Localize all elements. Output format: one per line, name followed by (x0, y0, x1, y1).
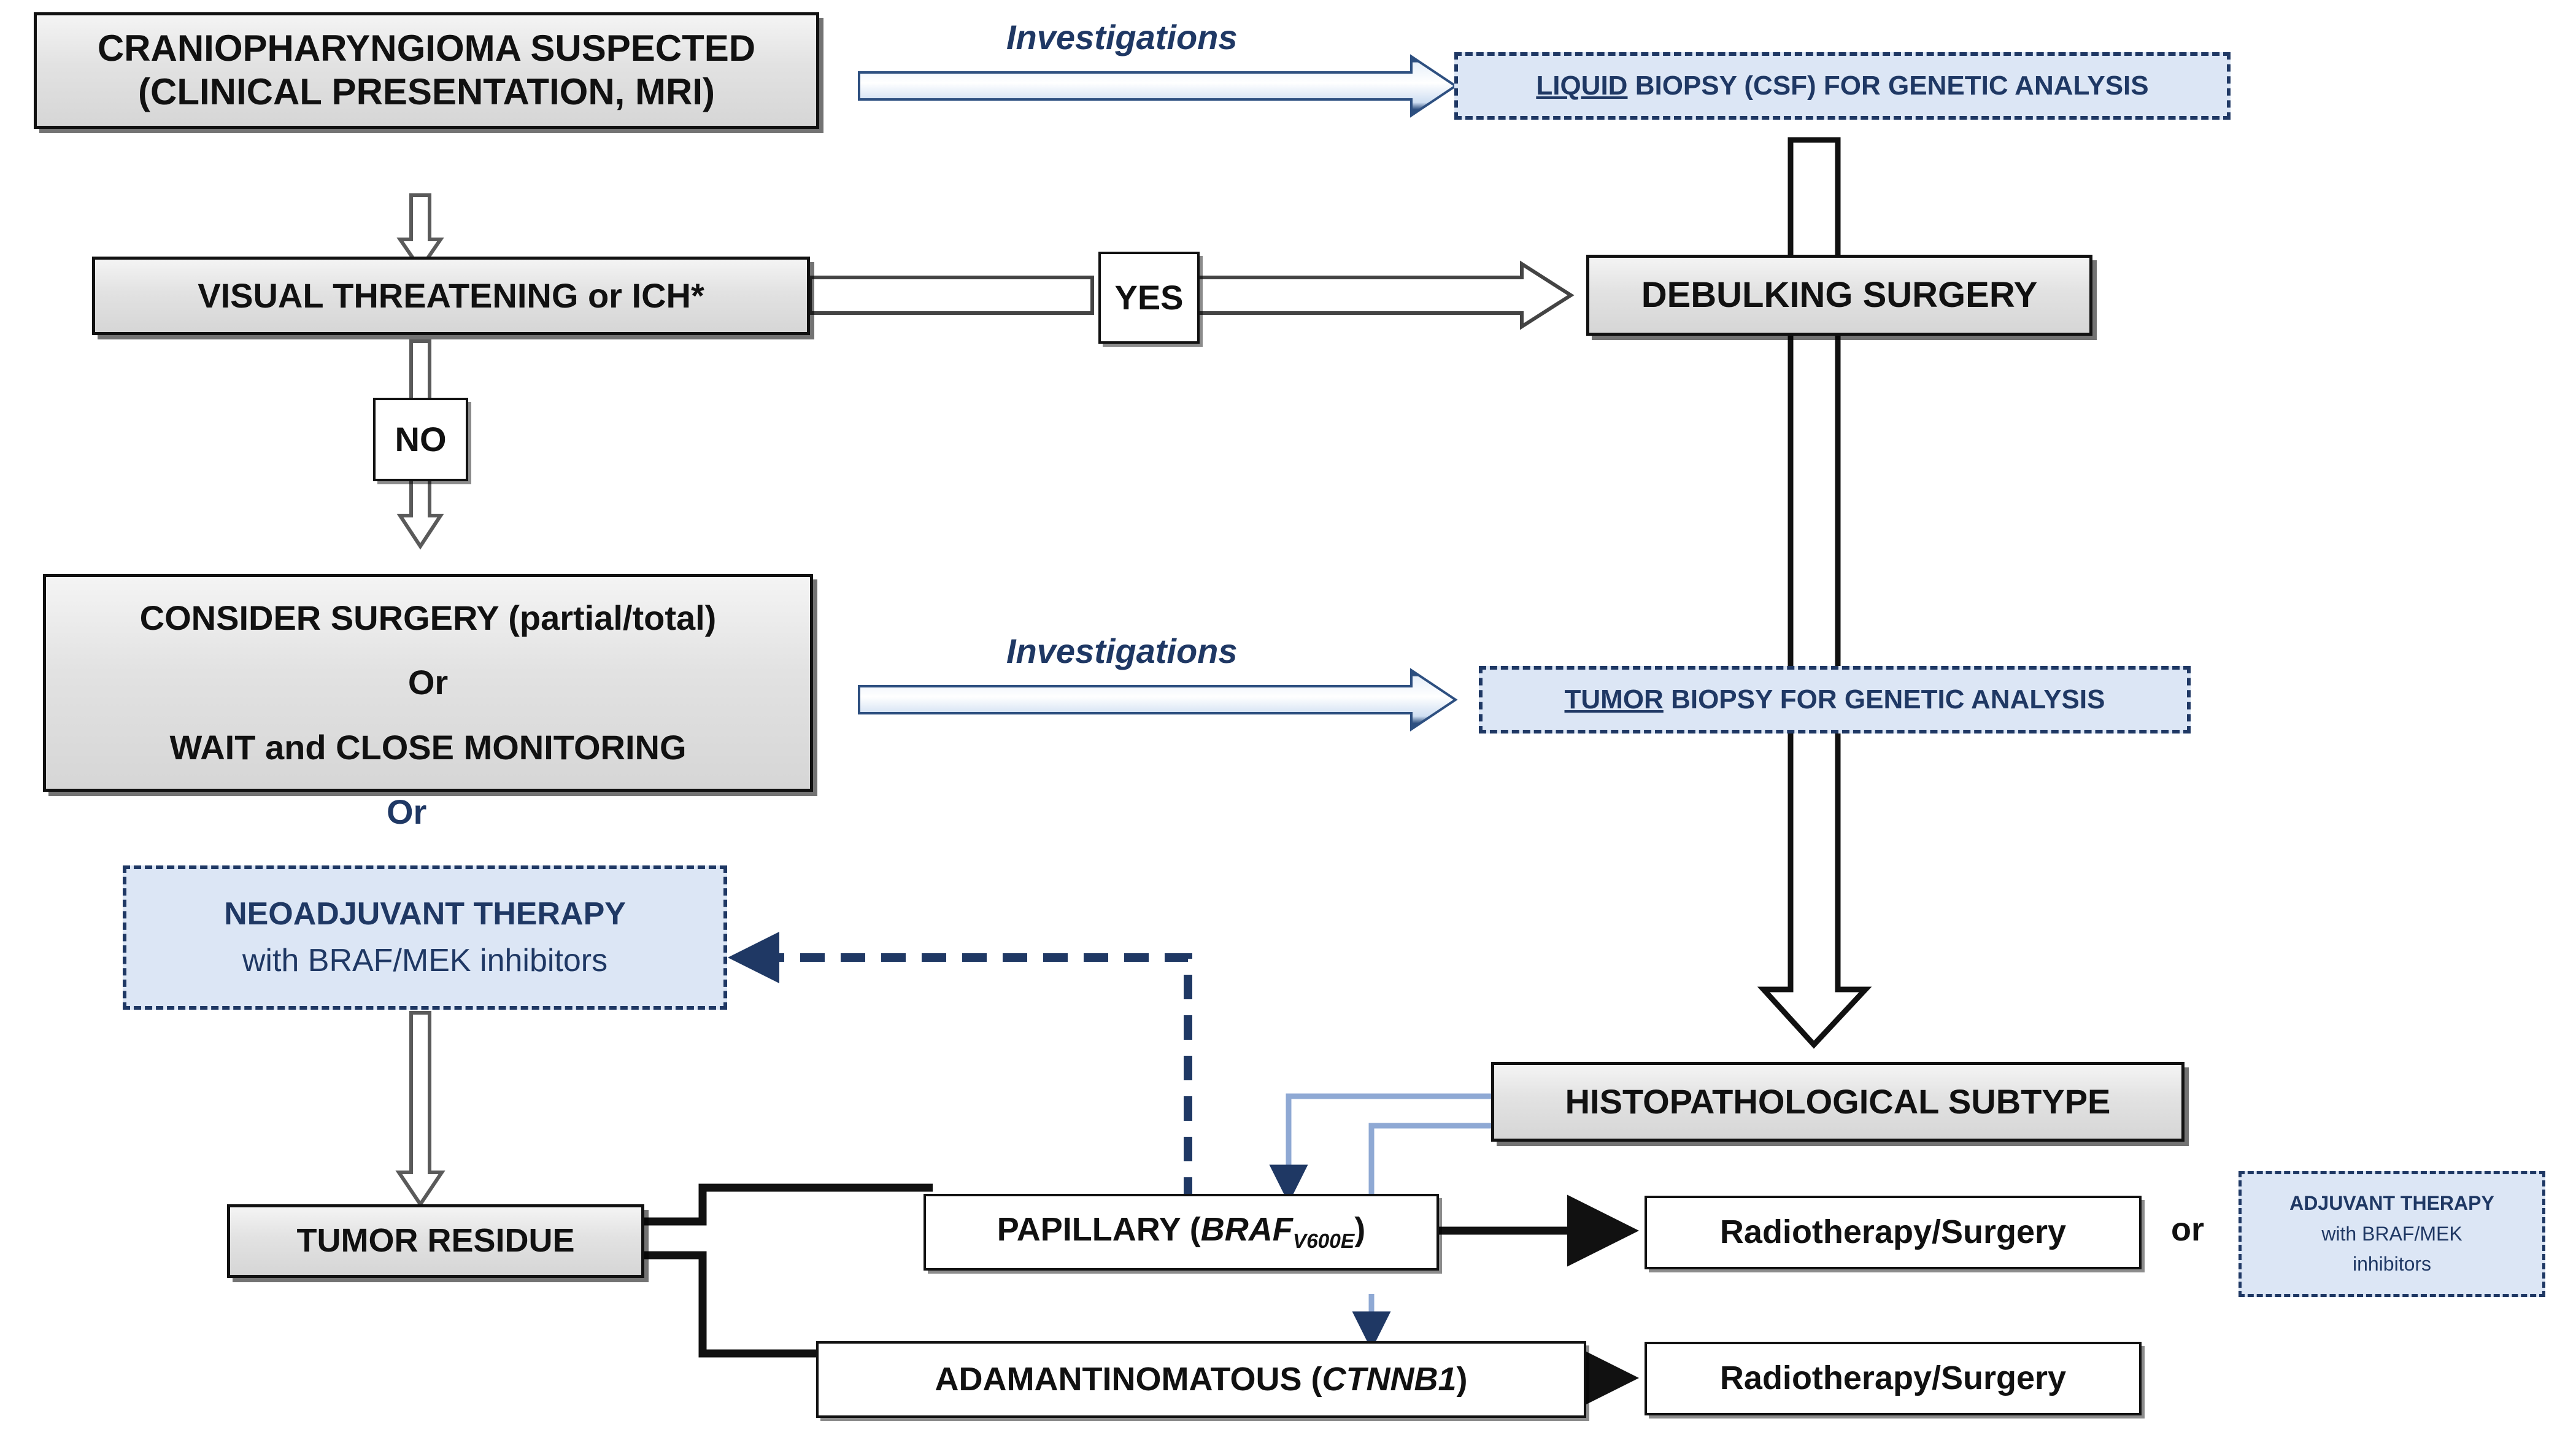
papillary-prefix: PAPILLARY ( (997, 1211, 1201, 1248)
node-tumor-biopsy[interactable]: TUMOR BIOPSY FOR GENETIC ANALYSIS (1479, 666, 2191, 733)
arrow-investigations-mid (858, 668, 1458, 732)
arrow-visual-to-yes (808, 276, 1094, 315)
yes-gate-label: YES (1114, 277, 1184, 317)
connector-residue-to-adamantinomatous (644, 1251, 819, 1358)
connector-residue-to-papillary (644, 1183, 933, 1226)
node-radiotherapy-surgery-papillary[interactable]: Radiotherapy/Surgery (1645, 1196, 2142, 1269)
adamantinomatous-gene: CTNNB1 (1322, 1360, 1457, 1398)
arrow-investigations-top (858, 54, 1458, 118)
node-visual-threatening[interactable]: VISUAL THREATENING or ICH* (92, 257, 810, 335)
liquid-biopsy-rest: BIOPSY (CSF) FOR GENETIC ANALYSIS (1627, 71, 2149, 101)
debulking-surgery-label: DEBULKING SURGERY (1641, 274, 2038, 315)
adamantinomatous-text: ADAMANTINOMATOUS (CTNNB1) (935, 1360, 1468, 1399)
consider-surgery-line2: Or (407, 663, 449, 702)
node-yes-gate[interactable]: YES (1098, 252, 1200, 344)
neoadjuvant-line1: NEOADJUVANT THERAPY (224, 896, 626, 932)
arrow-visual-to-no (409, 339, 431, 402)
no-gate-label: NO (395, 419, 447, 459)
adamantinomatous-prefix: ADAMANTINOMATOUS ( (935, 1360, 1322, 1398)
papillary-suffix: ) (1354, 1211, 1366, 1248)
adjuvant-line1: ADJUVANT THERAPY (2289, 1191, 2494, 1214)
arrow-yes-to-debulking (1195, 260, 1575, 330)
node-consider-surgery[interactable]: CONSIDER SURGERY (partial/total) Or WAIT… (43, 574, 813, 792)
or-black-label: or (2171, 1211, 2204, 1248)
label-investigations-top: Investigations (1006, 18, 1238, 56)
node-debulking-surgery[interactable]: DEBULKING SURGERY (1586, 255, 2092, 336)
suspected-line2: (CLINICAL PRESENTATION, MRI) (138, 71, 715, 112)
connector-papillary-to-neoadjuvant (728, 932, 1192, 1202)
label-investigations-mid: Investigations (1006, 632, 1238, 670)
arrow-no-to-consider (396, 477, 444, 550)
tumor-biopsy-text: TUMOR BIOPSY FOR GENETIC ANALYSIS (1565, 684, 2105, 716)
liquid-biopsy-text: LIQUID BIOPSY (CSF) FOR GENETIC ANALYSIS (1536, 70, 2148, 102)
papillary-text: PAPILLARY (BRAFV600E) (997, 1210, 1365, 1253)
suspected-line1: CRANIOPHARYNGIOMA SUSPECTED (97, 28, 756, 69)
radiotherapy-adamantinomatous-label: Radiotherapy/Surgery (1719, 1360, 2067, 1397)
tumor-biopsy-underlined: TUMOR (1564, 684, 1664, 715)
adamantinomatous-suffix: ) (1456, 1360, 1468, 1398)
consider-surgery-line1: CONSIDER SURGERY (partial/total) (139, 598, 717, 637)
node-papillary[interactable]: PAPILLARY (BRAFV600E) (924, 1194, 1439, 1271)
node-histopathological-subtype[interactable]: HISTOPATHOLOGICAL SUBTYPE (1491, 1062, 2185, 1142)
or-connector-label: Or (387, 792, 427, 831)
radiotherapy-papillary-label: Radiotherapy/Surgery (1719, 1213, 2067, 1251)
papillary-sub: V600E (1292, 1230, 1355, 1253)
node-adamantinomatous[interactable]: ADAMANTINOMATOUS (CTNNB1) (816, 1341, 1586, 1418)
adjuvant-line3: inhibitors (2352, 1253, 2432, 1275)
liquid-biopsy-underlined: LIQUID (1536, 71, 1628, 101)
visual-threatening-label: VISUAL THREATENING or ICH* (198, 276, 704, 315)
node-liquid-biopsy[interactable]: LIQUID BIOPSY (CSF) FOR GENETIC ANALYSIS (1454, 52, 2231, 120)
tumor-biopsy-rest: BIOPSY FOR GENETIC ANALYSIS (1663, 684, 2105, 715)
papillary-gene: BRAF (1200, 1211, 1293, 1248)
neoadjuvant-line2: with BRAF/MEK inhibitors (242, 942, 608, 978)
node-craniopharyngioma-suspected[interactable]: CRANIOPHARYNGIOMA SUSPECTED (CLINICAL PR… (34, 12, 819, 129)
node-neoadjuvant-therapy[interactable]: NEOADJUVANT THERAPY with BRAF/MEK inhibi… (123, 865, 727, 1010)
arrow-neoadjuvant-to-residue (395, 1011, 445, 1208)
node-no-gate[interactable]: NO (373, 398, 468, 481)
histopathological-subtype-label: HISTOPATHOLOGICAL SUBTYPE (1565, 1082, 2111, 1121)
node-adjuvant-therapy[interactable]: ADJUVANT THERAPY with BRAF/MEK inhibitor… (2239, 1171, 2545, 1297)
consider-surgery-line3: WAIT and CLOSE MONITORING (169, 728, 687, 767)
adjuvant-line2: with BRAF/MEK (2321, 1222, 2462, 1245)
connector-subtype-to-papillary (1269, 1093, 1491, 1204)
node-tumor-residue[interactable]: TUMOR RESIDUE (227, 1204, 644, 1278)
tumor-residue-label: TUMOR RESIDUE (296, 1222, 575, 1260)
arrow-suspected-to-visual (396, 193, 444, 273)
node-radiotherapy-surgery-adamantinomatous[interactable]: Radiotherapy/Surgery (1645, 1342, 2142, 1415)
